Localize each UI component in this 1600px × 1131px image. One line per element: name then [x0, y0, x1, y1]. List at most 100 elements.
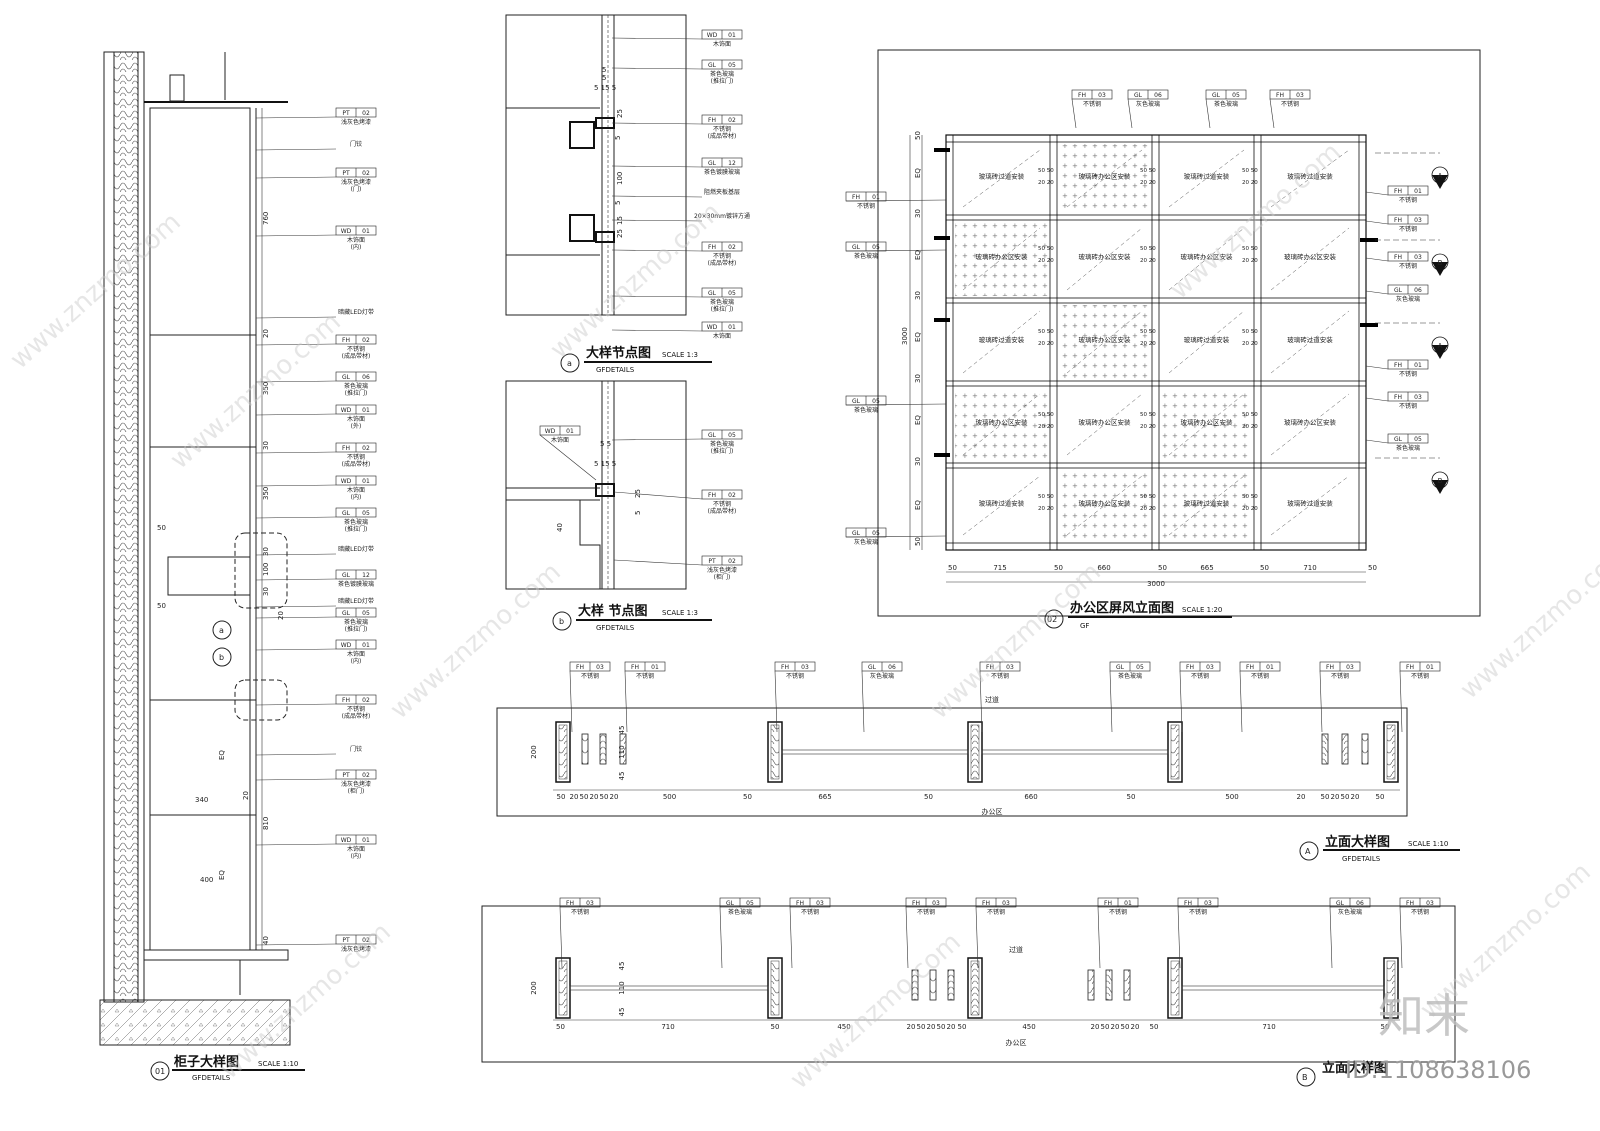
- tag-description: (成品带材): [708, 507, 737, 515]
- section-marker-b: [212, 647, 232, 667]
- leader-line: [1329, 906, 1333, 969]
- dimension-text: 50: [1321, 793, 1330, 801]
- wall-insulation: [113, 51, 139, 1003]
- glass-brick-slat: [581, 733, 589, 765]
- tag-description: 不锈钢: [713, 252, 731, 260]
- glass-pane: [569, 985, 769, 991]
- mullion-dim: 50 50: [1038, 412, 1054, 418]
- tag-description: 茶色玻璃: [1396, 444, 1420, 452]
- tag-number: 12: [728, 160, 736, 167]
- leader-line: [255, 553, 337, 556]
- dimension-text: 660: [1024, 793, 1037, 801]
- tag-description: (成品带材): [342, 352, 371, 360]
- leader-line: [719, 906, 723, 969]
- glass-pane: [1181, 985, 1385, 991]
- dimension-text: 30: [262, 547, 270, 556]
- tag-description: 木饰面: [347, 845, 365, 853]
- dimension-text: 30: [914, 291, 922, 300]
- tag-description: (推拉门): [345, 525, 368, 533]
- detail-b-strip: [595, 483, 615, 497]
- detail-a-num-circle: [560, 353, 580, 373]
- mullion-dim: 20 20: [1140, 506, 1156, 512]
- mullion-dim: 50 50: [1242, 329, 1258, 335]
- elev-b-num: B: [1302, 1073, 1308, 1082]
- tag-description: 茶色玻璃: [710, 70, 734, 78]
- panel-install-note: 玻璃砖过道安装: [1184, 335, 1230, 344]
- tag-number: 03: [801, 664, 809, 671]
- dimension-text: EQ: [914, 415, 922, 425]
- tag-description: 茶色玻璃: [1214, 100, 1238, 108]
- wall-board: [137, 51, 145, 1003]
- elev-b-frame: [481, 905, 1456, 1063]
- tag-number: 01: [362, 478, 370, 485]
- tag-description: 不锈钢: [1399, 262, 1417, 270]
- tag-number: 03: [1346, 664, 1354, 671]
- elev-b-title: 立面大样图: [1322, 1060, 1387, 1076]
- leader-line: [569, 670, 573, 733]
- post-core: [558, 960, 568, 1016]
- dimension-text: 710: [1303, 564, 1316, 572]
- leader-line: [255, 343, 337, 346]
- tag-description: 木饰面: [347, 236, 365, 244]
- tag-number: 02: [362, 772, 370, 779]
- dimension-text: EQ: [218, 870, 226, 880]
- elev-a-num-circle: [1299, 841, 1319, 861]
- leader-line: [979, 670, 983, 733]
- cabinet-view-title: 柜子大样图: [173, 1054, 239, 1070]
- tag-description: 不锈钢: [917, 908, 935, 916]
- tag-description: 茶色玻璃: [854, 252, 878, 260]
- panel-install-note: 玻璃砖过道安装: [1184, 499, 1230, 508]
- glass-brick-slat: [619, 733, 627, 765]
- tag-description: 不锈钢: [1109, 908, 1127, 916]
- tag-description: (推拉门): [711, 77, 734, 85]
- tag-code: FH: [1184, 900, 1192, 907]
- tag-number: 02: [728, 117, 736, 124]
- elev-a-frame: [496, 707, 1408, 817]
- dimension-text: 340: [195, 796, 208, 804]
- dimension-text: 40: [262, 936, 270, 945]
- tag-description: 茶色玻璃: [710, 298, 734, 306]
- tag-number: 03: [1206, 664, 1214, 671]
- tag-description: 木饰面: [713, 332, 731, 340]
- tag-number: 03: [586, 900, 594, 907]
- elev-b-title-block: B 立面大样图: [1296, 1060, 1387, 1087]
- tag-code: GL: [1336, 900, 1345, 907]
- tag-description: 不锈钢: [1399, 225, 1417, 233]
- dimension-text: 20: [277, 611, 285, 620]
- leader-line: [1399, 670, 1403, 733]
- dimension-text: 25: [634, 489, 642, 498]
- dimension-text: 5: [614, 201, 622, 205]
- dimension-text: 5: [602, 74, 606, 82]
- tag-number: 03: [816, 900, 824, 907]
- dimension-total: 3000: [1147, 580, 1165, 588]
- tag-description: 茶色玻璃: [344, 618, 368, 626]
- glass-reflection-line: [962, 310, 1041, 374]
- mullion-dim: 20 20: [1140, 180, 1156, 186]
- dimension-text: 45: [618, 726, 626, 735]
- tag-number: 05: [872, 530, 880, 537]
- detail-b-title-block: b 大样 节点图 SCALE 1:3 GFDETAILS: [552, 603, 712, 632]
- tag-description: 浅灰色烤漆: [707, 566, 737, 574]
- dimension-text: 110: [618, 745, 626, 758]
- tag-number: 01: [872, 194, 880, 201]
- zone-label: 办公区: [982, 807, 1003, 816]
- glass-brick-slat: [1321, 733, 1329, 765]
- dimension-text: 50: [948, 564, 957, 572]
- tag-number: 02: [728, 558, 736, 565]
- leader-line: [1071, 98, 1077, 129]
- tag-description: 浅灰色烤漆: [341, 945, 371, 953]
- mullion-dim: 20 20: [1038, 424, 1054, 430]
- tag-code: GL: [708, 432, 717, 439]
- tag-code: GL: [852, 530, 861, 537]
- tag-description: 茶色镀膜玻璃: [704, 168, 740, 176]
- glass-brick-slat: [1361, 733, 1369, 765]
- ceiling-hanger: [169, 74, 185, 102]
